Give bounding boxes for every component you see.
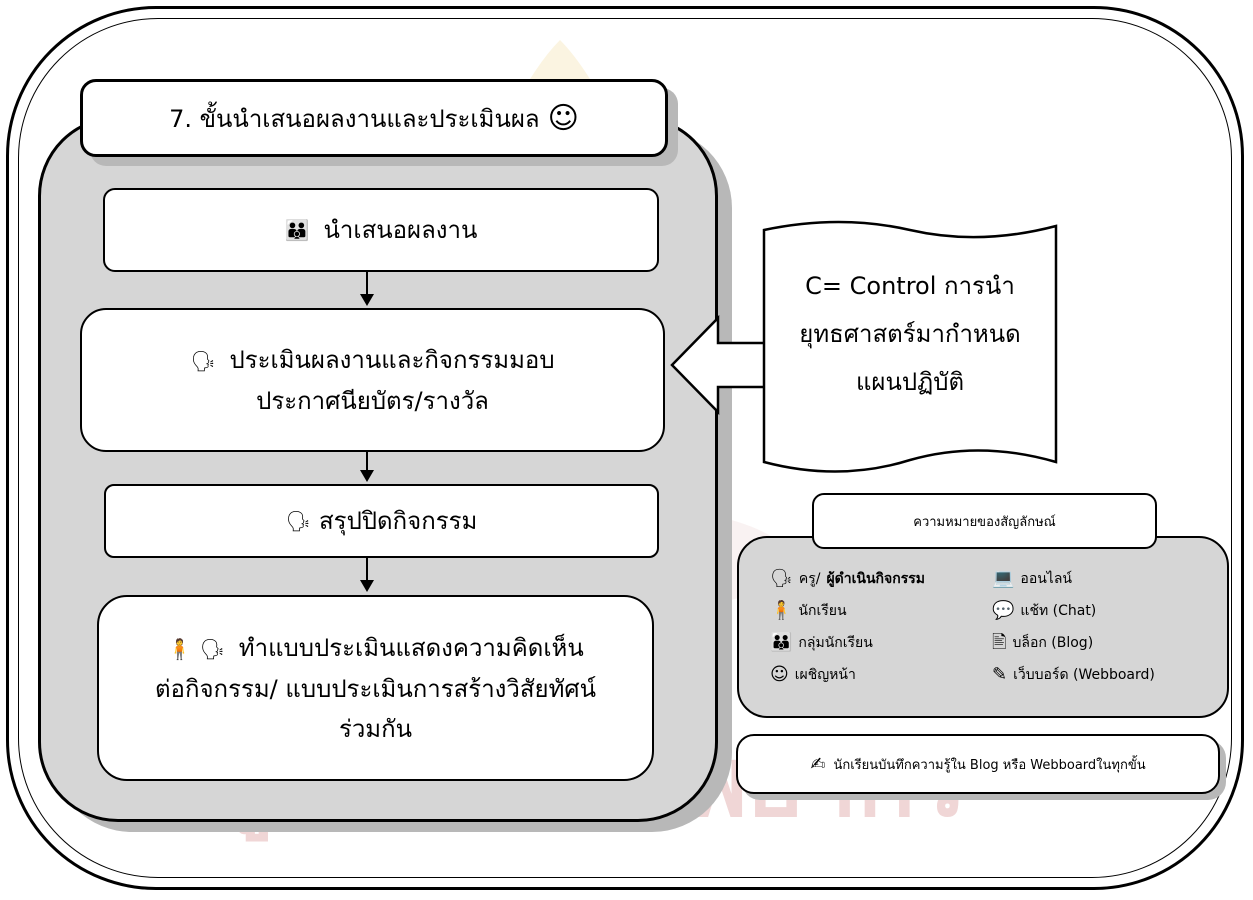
computer-icon: 💻 (992, 568, 1015, 589)
present-work-text: นำเสนอผลงาน (323, 216, 478, 244)
legend-title: ความหมายของสัญลักษณ์ (913, 514, 1056, 530)
document-shape (762, 220, 1058, 473)
evaluate-line2: ประกาศนียบัตร/รางวัล (256, 386, 489, 415)
legend-item-blog: 🖹 บล็อก (Blog) (992, 632, 1093, 654)
pen-icon: ✍ (810, 753, 826, 775)
survey-line3: ร่วมกัน (338, 714, 413, 743)
chat-icon: 💬 (992, 600, 1015, 621)
document-text: C= Control การนำ ยุทธศาสตร์มากำหนด แผนปฏ… (760, 262, 1060, 406)
group-icon: 👪 (284, 218, 310, 242)
note-box: ✍ นักเรียนบันทึกความรู้ใน Blog หรือ Webb… (736, 734, 1220, 794)
evaluate-line1: ประเมินผลงานและกิจกรรมมอบ (229, 345, 555, 374)
survey-line1: ทำแบบประเมินแสดงความคิดเห็น (238, 633, 584, 662)
document-line1: C= Control การนำ (805, 272, 1015, 300)
document-line3: แผนปฏิบัติ (855, 368, 965, 396)
legend-webboard-label: เว็บบอร์ด (Webboard) (1013, 667, 1155, 683)
legend-item-chat: 💬 แช้ท (Chat) (992, 600, 1096, 622)
student-icon: 🧍 (167, 636, 193, 661)
conclude-box: 🗣 สรุปปิดกิจกรรม (104, 484, 659, 558)
webboard-icon: ✎ (992, 664, 1008, 685)
evaluate-box: 🗣 ประเมินผลงานและกิจกรรมมอบ ประกาศนียบัต… (80, 308, 665, 452)
step-title-box: 7. ขั้นนำเสนอผลงานและประเมินผล ☺ (80, 79, 668, 157)
arrow-1 (366, 272, 368, 296)
legend-item-online: 💻 ออนไลน์ (992, 568, 1072, 590)
arrow-2 (366, 452, 368, 474)
smiley-icon: ☺ (547, 100, 579, 136)
legend-online-label: ออนไลน์ (1020, 571, 1072, 587)
legend-teacher-label: ผู้ดำเนินกิจกรรม (826, 571, 925, 587)
legend-title-box: ความหมายของสัญลักษณ์ (812, 493, 1157, 549)
legend-blog-label: บล็อก (Blog) (1012, 635, 1094, 651)
legend-items: 🗣 ครู/ ผู้ดำเนินกิจกรรม 💻 ออนไลน์ 🧍 นักเ… (770, 568, 1210, 708)
outer-frame-inner (18, 18, 1232, 878)
teacher-icon: 🗣 (190, 348, 216, 373)
legend-face-label: เผชิญหน้า (794, 667, 856, 683)
legend-student-label: นักเรียน (798, 603, 847, 619)
outer-frame (6, 6, 1244, 890)
legend-item-face: ☺ เผชิญหน้า (770, 664, 856, 686)
arrow-3-head (360, 580, 374, 592)
document-line2: ยุทธศาสตร์มากำหนด (799, 320, 1021, 348)
legend-item-teacher: 🗣 ครู/ ผู้ดำเนินกิจกรรม (770, 568, 925, 590)
legend-chat-label: แช้ท (Chat) (1020, 603, 1097, 619)
survey-line2: ต่อกิจกรรม/ แบบประเมินการสร้างวิสัยทัศน์ (154, 674, 597, 703)
present-work-box: 👪 นำเสนอผลงาน (103, 188, 659, 272)
legend-group-label: กลุ่มนักเรียน (798, 635, 873, 651)
step-title: 7. ขั้นนำเสนอผลงานและประเมินผล (169, 104, 540, 133)
legend-teacher-prefix: ครู/ (798, 571, 821, 587)
arrow-3 (366, 558, 368, 582)
blog-icon: 🖹 (992, 632, 1007, 653)
teacher-icon: 🗣 (199, 636, 226, 661)
legend-item-webboard: ✎ เว็บบอร์ด (Webboard) (992, 664, 1155, 686)
teacher-icon: 🗣 (285, 509, 312, 533)
legend-item-group: 👪 กลุ่มนักเรียน (770, 632, 873, 654)
arrow-1-head (360, 294, 374, 306)
teacher-icon: 🗣 (770, 568, 793, 589)
note-text: นักเรียนบันทึกความรู้ใน Blog หรือ Webboa… (833, 757, 1146, 773)
legend-panel (737, 536, 1229, 718)
legend-item-student: 🧍 นักเรียน (770, 600, 847, 622)
conclude-text: สรุปปิดกิจกรรม (319, 507, 478, 535)
smiley-icon: ☺ (770, 664, 789, 685)
arrow-2-head (360, 470, 374, 482)
student-icon: 🧍 (770, 600, 793, 621)
survey-box: 🧍 🗣 ทำแบบประเมินแสดงความคิดเห็น ต่อกิจกร… (97, 595, 654, 781)
group-icon: 👪 (770, 632, 793, 653)
